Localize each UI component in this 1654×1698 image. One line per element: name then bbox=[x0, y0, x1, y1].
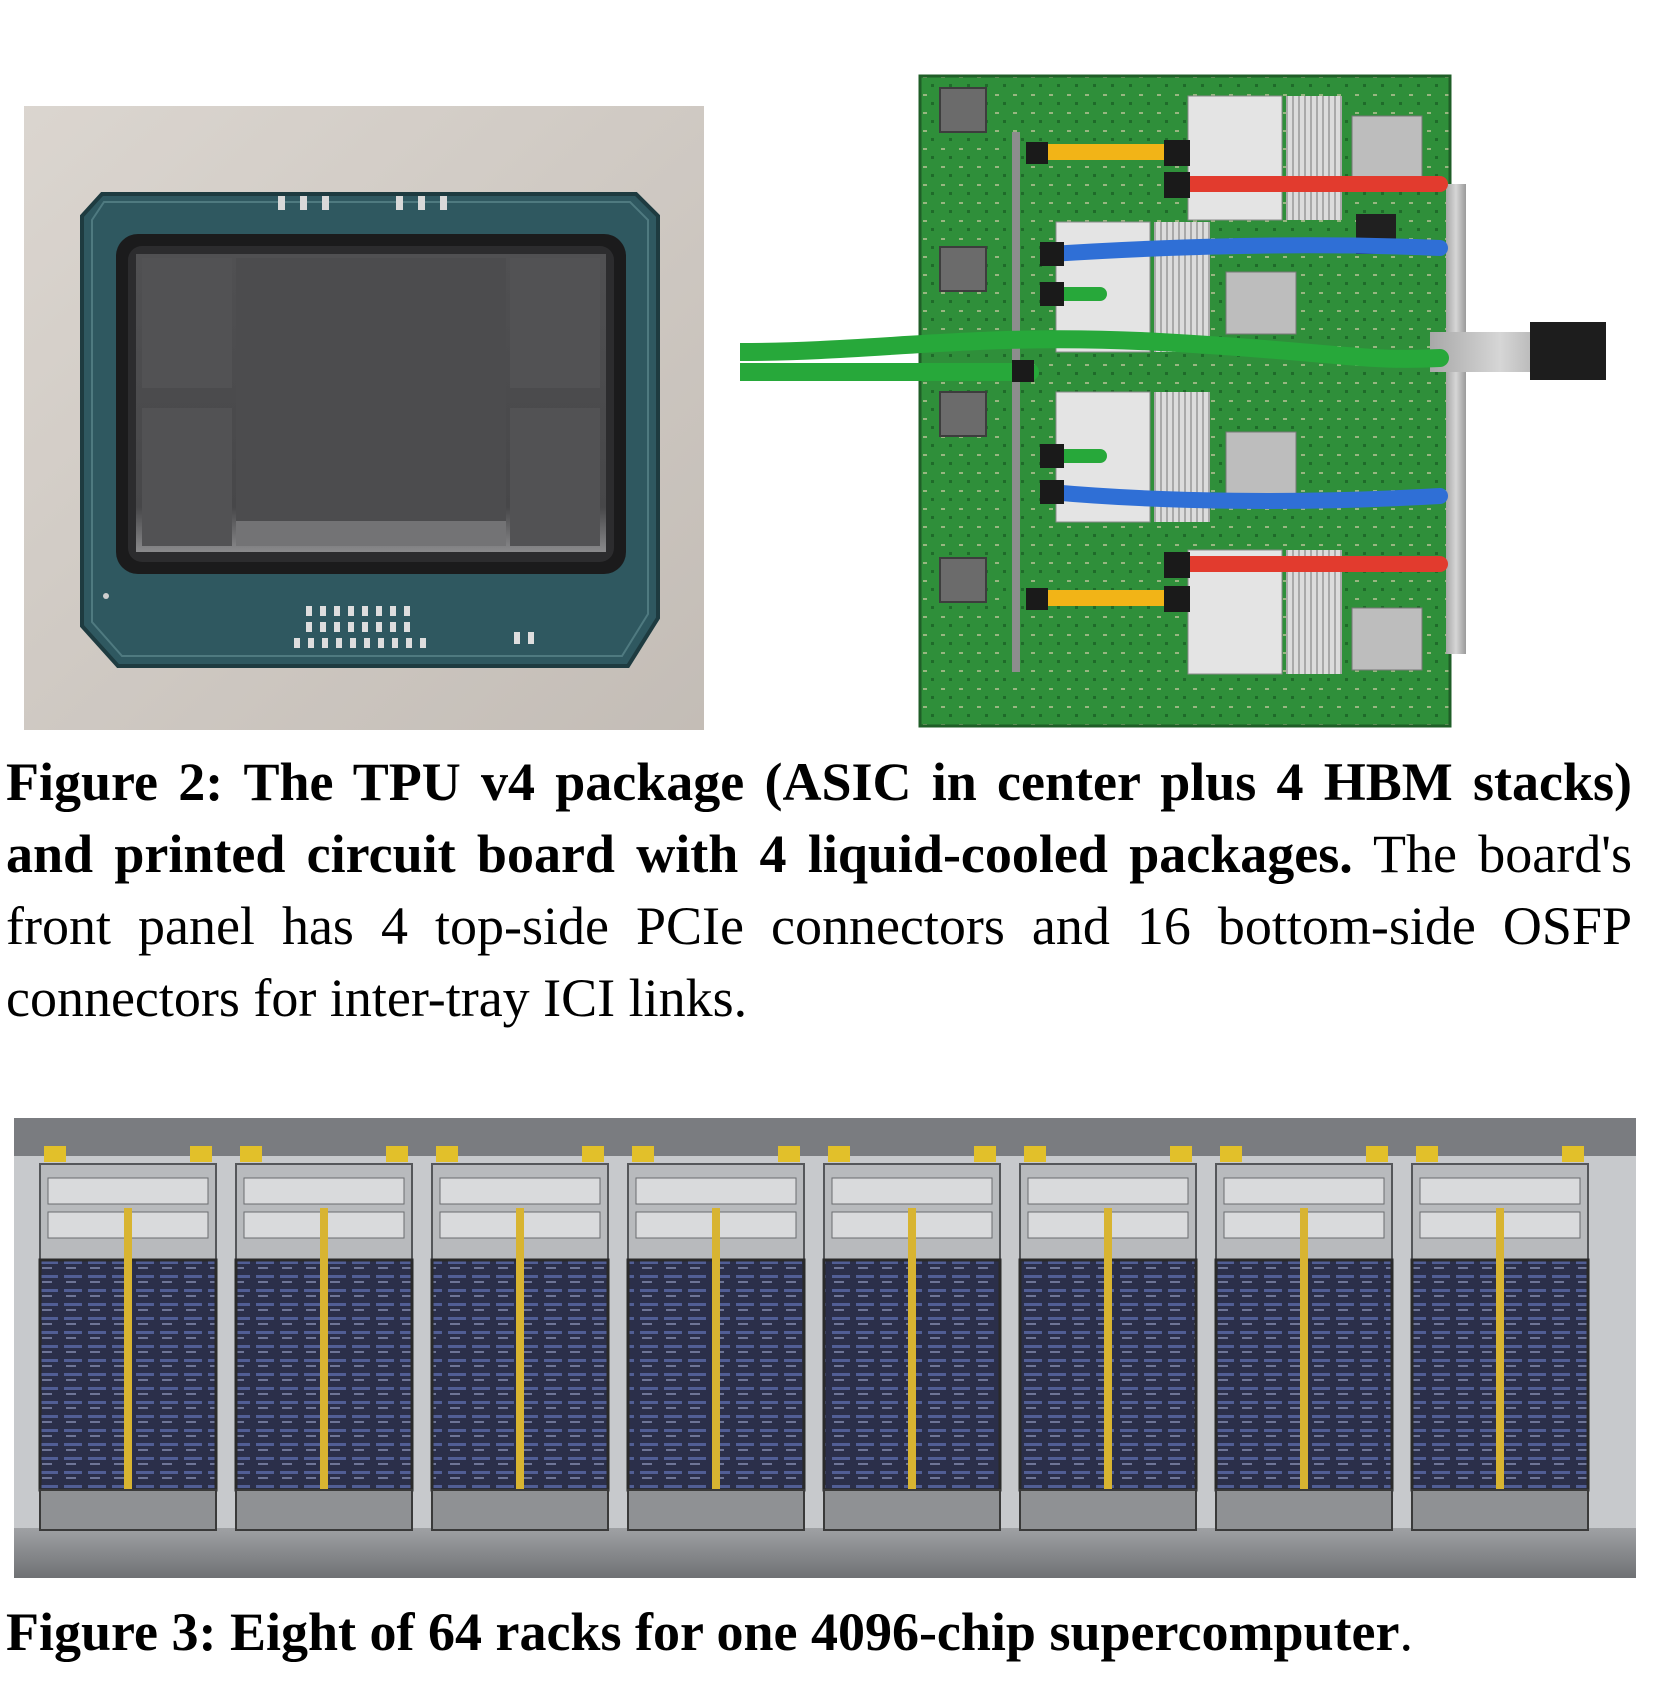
supercomputer-racks-photo bbox=[14, 1118, 1636, 1578]
coolant-pipe-green bbox=[740, 330, 1449, 368]
rack bbox=[1214, 1146, 1394, 1531]
circuit-board-photo bbox=[740, 74, 1606, 728]
figure-2-caption: Figure 2: The TPU v4 package (ASIC in ce… bbox=[6, 746, 1632, 1034]
hbm-stack bbox=[510, 258, 600, 388]
hbm-stack bbox=[142, 408, 232, 546]
rack bbox=[234, 1146, 414, 1531]
figure-2-label: Figure 2: bbox=[6, 752, 224, 812]
tpu-package-photo bbox=[24, 106, 704, 730]
pcie-connector bbox=[939, 87, 987, 603]
rack bbox=[822, 1146, 1002, 1531]
hbm-stack bbox=[142, 258, 232, 388]
coolant-pipe-blue bbox=[1042, 237, 1448, 262]
package-pads-top bbox=[278, 196, 447, 210]
rack bbox=[38, 1146, 218, 1531]
figure-3-text: . bbox=[1399, 1602, 1413, 1662]
hbm-stack bbox=[510, 408, 600, 546]
rack bbox=[1018, 1146, 1198, 1531]
package-pads-bottom bbox=[294, 606, 534, 648]
figure-2-text: The board's front panel has 4 top-side P… bbox=[6, 824, 1632, 1028]
rack bbox=[1410, 1146, 1590, 1531]
figure-2-bold-text: The TPU v4 package (ASIC in center plus … bbox=[6, 752, 1633, 884]
figure-3-bold-text: Eight of 64 racks for one 4096-chip supe… bbox=[229, 1602, 1400, 1662]
rack bbox=[626, 1146, 806, 1531]
figure-3-caption: Figure 3: Eight of 64 racks for one 4096… bbox=[6, 1596, 1632, 1668]
rack bbox=[430, 1146, 610, 1531]
rack-row bbox=[38, 1146, 1590, 1531]
coolant-pipe-blue bbox=[1042, 484, 1448, 509]
asic-die bbox=[236, 258, 506, 546]
figure-3-label: Figure 3: bbox=[6, 1602, 217, 1662]
